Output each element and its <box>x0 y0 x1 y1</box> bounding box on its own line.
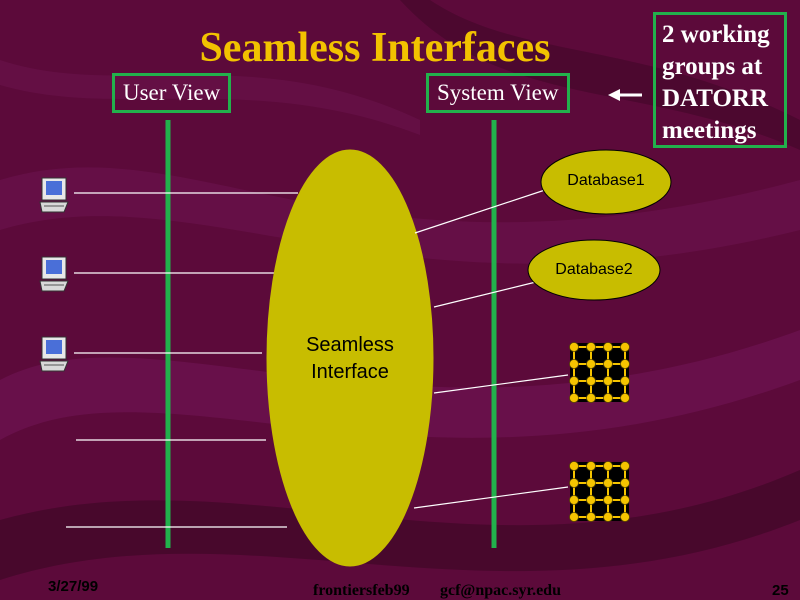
grid-mesh-icon <box>569 342 630 403</box>
computer-icon <box>39 177 69 213</box>
grid-node <box>569 495 579 505</box>
grid-node <box>569 478 579 488</box>
grid-node <box>603 342 613 352</box>
grid-node <box>569 512 579 522</box>
seamless-interface-line: Seamless <box>306 334 394 356</box>
connector-line <box>433 280 541 308</box>
connector-line <box>413 486 569 509</box>
grid-node <box>620 359 630 369</box>
grid-mesh-icon <box>569 461 630 522</box>
database1-label: Database1 <box>567 172 645 189</box>
grid-node <box>603 478 613 488</box>
grid-node <box>620 342 630 352</box>
connector-line <box>433 374 569 394</box>
grid-node <box>603 359 613 369</box>
grid-node <box>569 342 579 352</box>
grid-node <box>586 376 596 386</box>
seamless-interface-label: Seamless Interface <box>290 332 410 386</box>
note-line: 2 working <box>662 21 770 48</box>
seamless-interface-ellipse <box>266 149 434 567</box>
grid-node <box>586 478 596 488</box>
computer-icon <box>39 336 69 372</box>
grid-node <box>603 495 613 505</box>
grid-node <box>586 342 596 352</box>
grid-node <box>586 495 596 505</box>
grid-node <box>569 376 579 386</box>
database1-ellipse <box>540 149 672 215</box>
footer-page-number: 25 <box>772 582 789 599</box>
note-line: DATORR <box>662 85 769 112</box>
computer-icon <box>39 256 69 292</box>
note-line: meetings <box>662 117 757 144</box>
database2-ellipse <box>527 239 661 301</box>
datorr-note: 2 working groups at DATORR meetings <box>653 12 787 148</box>
left-arrow-icon <box>608 89 642 101</box>
grid-node <box>586 461 596 471</box>
grid-node <box>620 376 630 386</box>
grid-node <box>603 461 613 471</box>
grid-node <box>603 376 613 386</box>
grid-node <box>569 359 579 369</box>
connector-line <box>414 189 546 234</box>
slide-title: Seamless Interfaces <box>199 25 551 71</box>
grid-node <box>586 393 596 403</box>
database2-label: Database2 <box>555 261 633 278</box>
grid-node <box>569 461 579 471</box>
grid-node <box>620 495 630 505</box>
note-line: groups at <box>662 53 763 80</box>
grid-node <box>620 512 630 522</box>
grid-node <box>620 478 630 488</box>
grid-node <box>586 359 596 369</box>
user-view-label: User View <box>112 73 232 113</box>
grid-node <box>569 393 579 403</box>
grid-node <box>620 393 630 403</box>
footer-file: frontiersfeb99 <box>313 582 410 599</box>
seamless-interface-line: Interface <box>311 361 389 383</box>
footer-date: 3/27/99 <box>48 578 99 595</box>
grid-node <box>586 512 596 522</box>
footer-email: gcf@npac.syr.edu <box>440 582 561 599</box>
grid-node <box>603 393 613 403</box>
grid-node <box>620 461 630 471</box>
system-view-label: System View <box>426 73 570 113</box>
grid-node <box>603 512 613 522</box>
